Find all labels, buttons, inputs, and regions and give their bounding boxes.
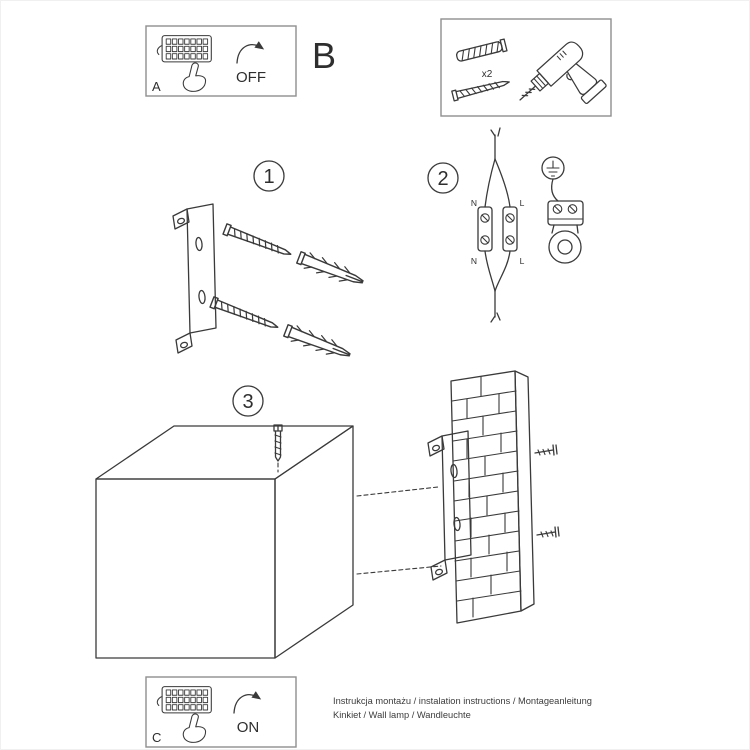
screw-anchor-bottom-icon bbox=[208, 293, 354, 364]
quantity-label: x2 bbox=[482, 69, 493, 80]
step-3-number: 3 bbox=[242, 391, 253, 413]
panel-c: C ON bbox=[145, 676, 297, 748]
alignment-line-top bbox=[356, 486, 439, 497]
panel-c-label: C bbox=[152, 730, 161, 745]
footer-line1: Instrukcja montażu / instalation instruc… bbox=[333, 696, 592, 706]
parts-box: x2 bbox=[440, 18, 612, 136]
off-label: OFF bbox=[236, 69, 266, 86]
step-2-circle bbox=[427, 162, 459, 194]
panel-c-border bbox=[145, 676, 297, 748]
step-2-number: 2 bbox=[437, 168, 448, 190]
step-1-number: 1 bbox=[263, 166, 274, 188]
section-b-label: B bbox=[312, 35, 336, 76]
panel-a: A OFF bbox=[145, 25, 297, 97]
step-1: 1 bbox=[172, 160, 367, 364]
terminal-block-diagram: N L N L bbox=[471, 127, 525, 323]
step-3-circle bbox=[232, 385, 264, 417]
step-2: 2 N L N L bbox=[427, 127, 584, 323]
brick-wall-icon bbox=[450, 370, 535, 624]
panel-a-label: A bbox=[152, 79, 161, 94]
step-3: 3 bbox=[95, 370, 560, 659]
parts-box-border bbox=[440, 18, 612, 117]
mounting-bracket-icon bbox=[172, 203, 217, 354]
label-n-bottom: N bbox=[471, 256, 477, 266]
drill-icon bbox=[512, 38, 612, 136]
ring-clamp-icon bbox=[548, 230, 582, 264]
label-l-top: L bbox=[520, 198, 525, 208]
wall-bracket-icon bbox=[427, 430, 472, 581]
step-1-circle bbox=[253, 160, 285, 192]
alignment-line-bottom bbox=[356, 565, 442, 575]
screw-anchor-top-icon bbox=[221, 220, 367, 291]
label-l-bottom: L bbox=[520, 256, 525, 266]
footer: Instrukcja montażu / instalation instruc… bbox=[333, 696, 592, 720]
wall-screw-top-icon bbox=[534, 444, 558, 456]
flip-on-arrow-icon bbox=[234, 695, 259, 713]
label-n-top: N bbox=[471, 198, 477, 208]
panel-a-border bbox=[145, 25, 297, 97]
footer-line2: Kinkiet / Wall lamp / Wandleuchte bbox=[333, 710, 471, 720]
screw-icon bbox=[451, 76, 512, 102]
connector-block bbox=[547, 200, 584, 226]
cube-lamp-icon bbox=[95, 425, 354, 659]
wall-plug-icon bbox=[454, 38, 508, 64]
wall-screw-bottom-icon bbox=[536, 526, 560, 538]
fixing-screw-icon bbox=[273, 424, 283, 473]
flip-off-arrow-icon bbox=[237, 45, 262, 63]
on-label: ON bbox=[237, 719, 260, 736]
light-switch-off-icon bbox=[156, 35, 212, 92]
earth-connector-diagram bbox=[541, 156, 584, 264]
light-switch-on-icon bbox=[156, 686, 212, 743]
